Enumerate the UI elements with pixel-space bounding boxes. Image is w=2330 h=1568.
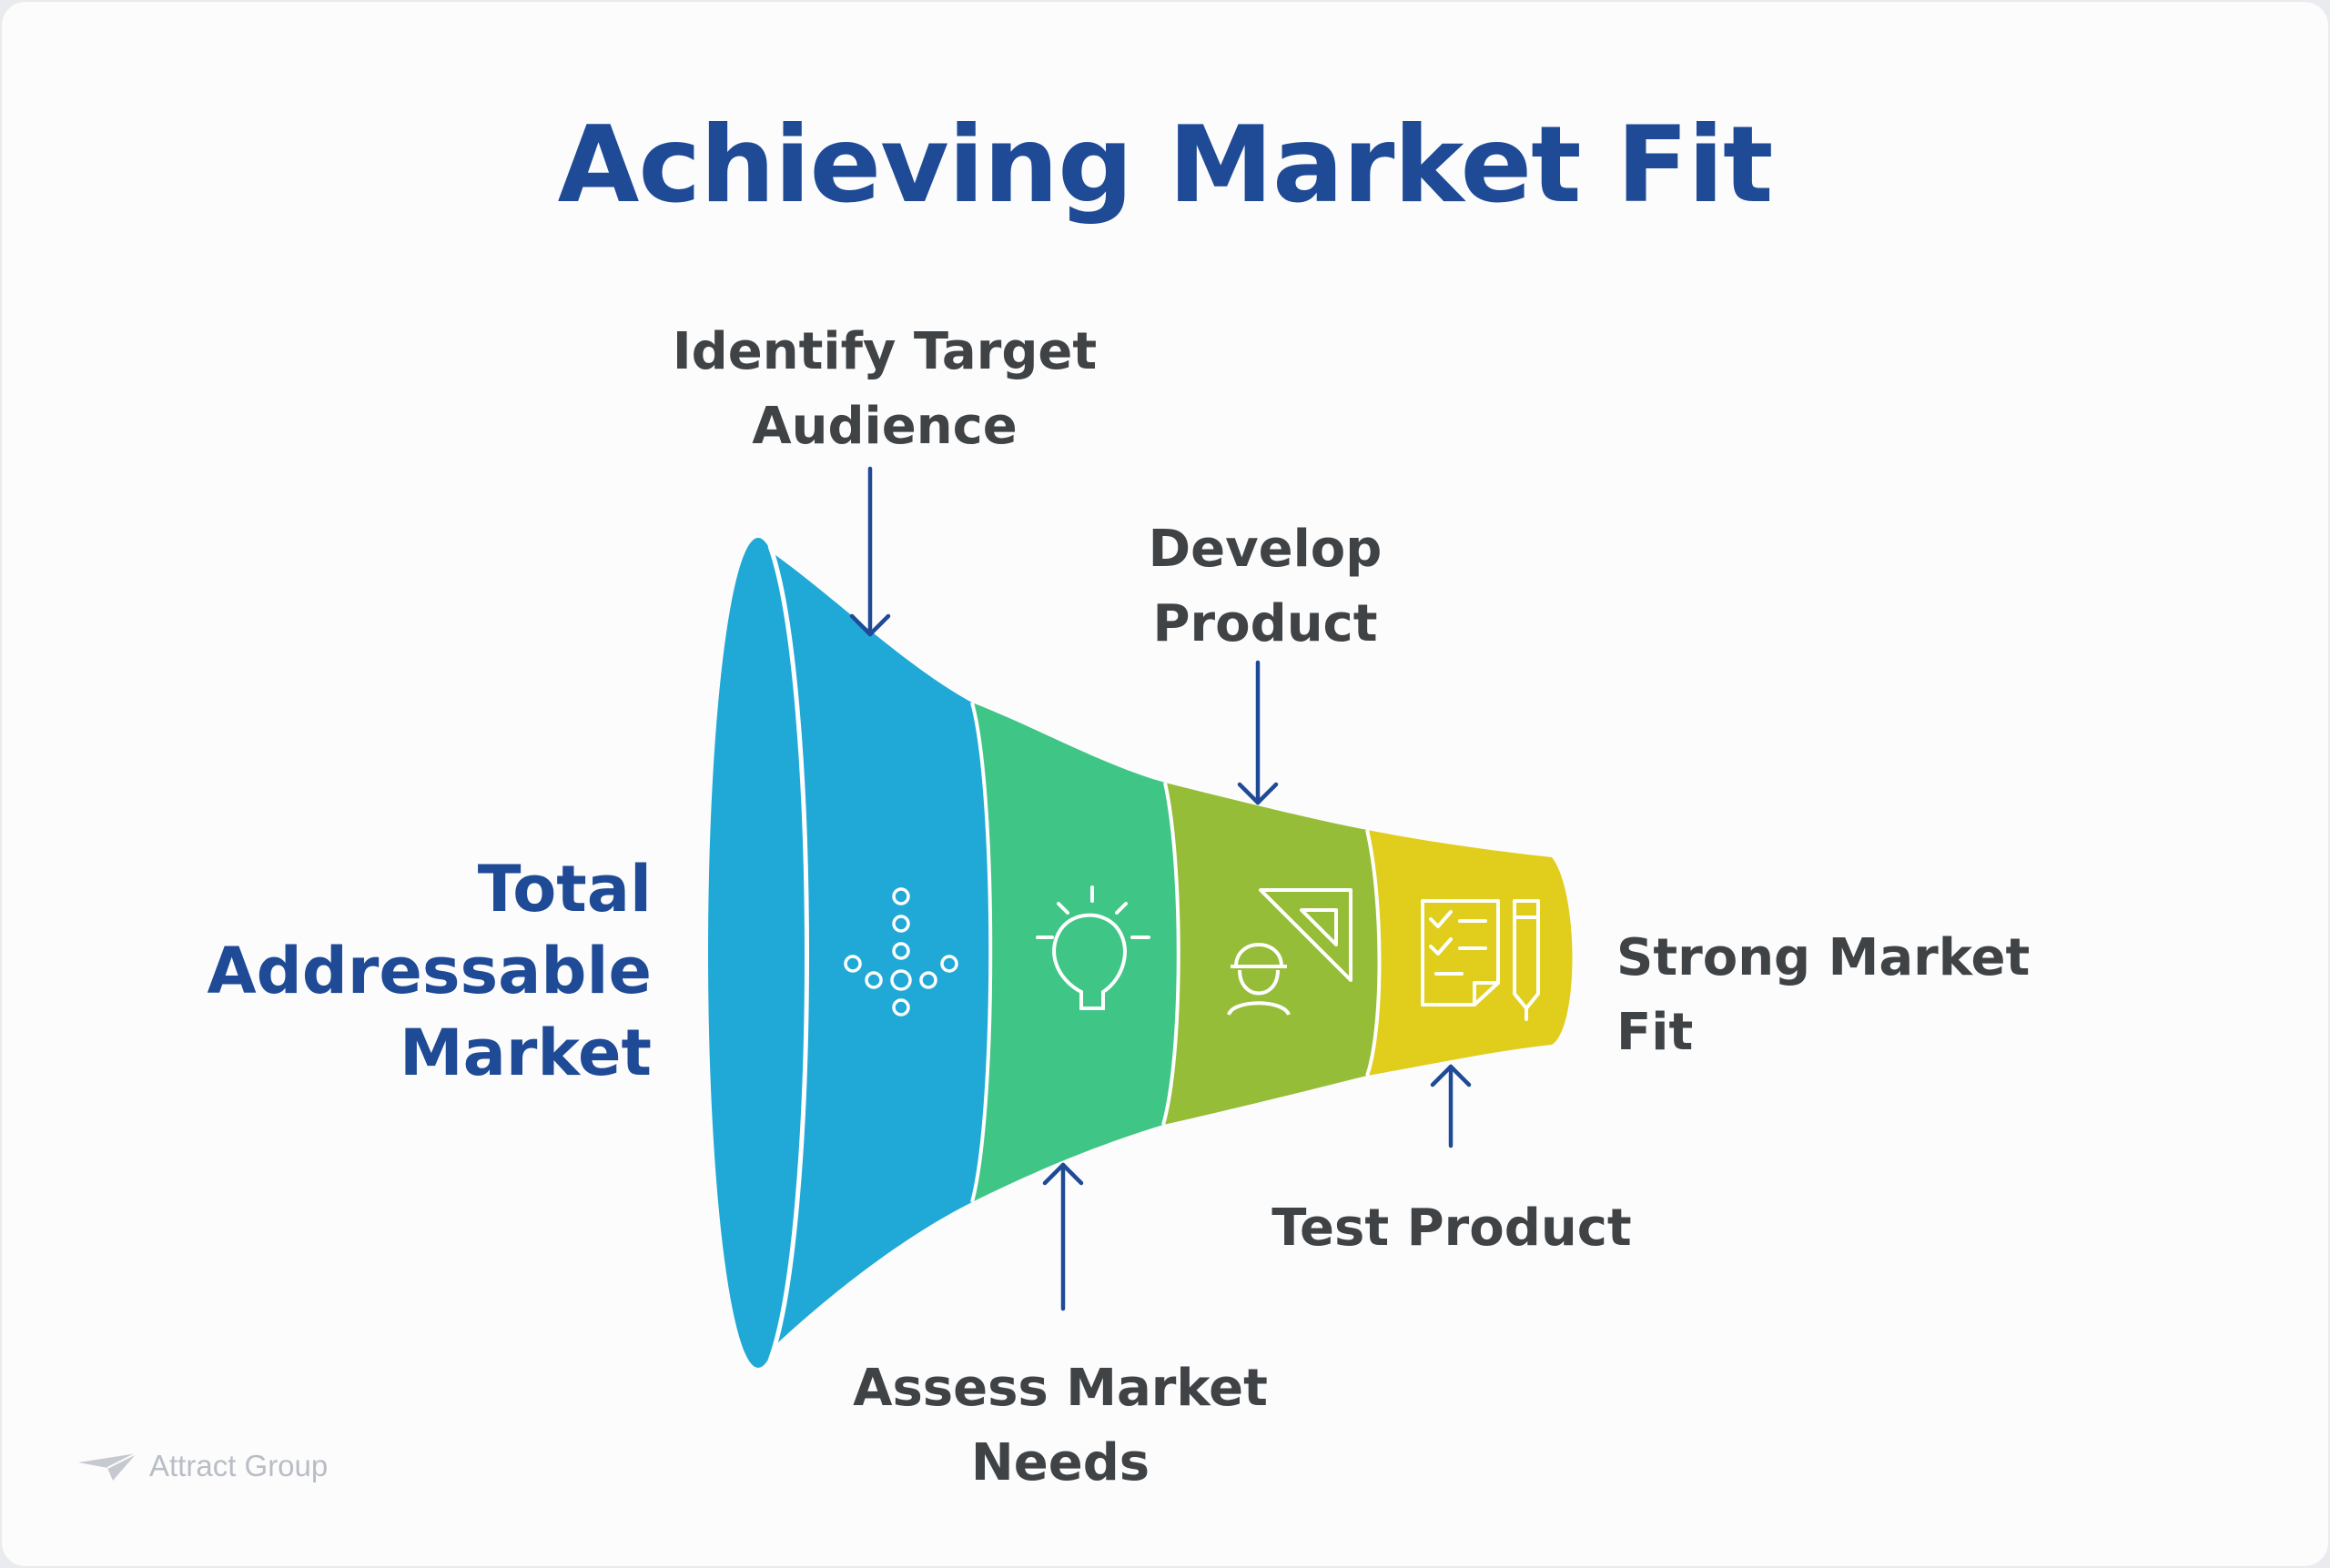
checklist-pen-icon (1421, 899, 1540, 1021)
end-label: Strong Market Fit (1616, 928, 2031, 1062)
stage-label-line: Test Product (1271, 1199, 1632, 1258)
stage-label-line: Assess Market (853, 1359, 1268, 1418)
start-label: Total Addressable Market (182, 848, 652, 1094)
funnel-dots-icon (844, 887, 958, 1017)
stage-label-develop-product: Develop Product (1038, 512, 1493, 662)
stage-label-test-product: Test Product (1224, 1191, 1679, 1266)
paper-plane-icon (78, 1452, 137, 1481)
stage-label-line: Develop (1148, 520, 1383, 579)
stage-label-assess-market: Assess Market Needs (833, 1351, 1288, 1501)
engineer-ruler-icon (1227, 888, 1352, 1017)
stage-label-identify-target: Identify Target Audience (657, 315, 1112, 464)
brand-logo-text: Attract Group (149, 1449, 329, 1482)
brand-logo: Attract Group (76, 1449, 328, 1483)
start-label-line: Market (399, 1016, 652, 1090)
stage-label-line: Needs (970, 1433, 1150, 1492)
arrow-develop-product (1237, 660, 1279, 805)
funnel-segment-4 (1367, 830, 1573, 1076)
arrow-identify-target (849, 466, 891, 637)
start-label-line: Total (477, 852, 652, 926)
stage-label-line: Identify Target (672, 322, 1098, 381)
page-title: Achieving Market Fit (557, 104, 1774, 227)
arrow-assess-market (1042, 1162, 1084, 1311)
funnel-segment-2 (972, 703, 1179, 1202)
funnel-segment-3 (1163, 783, 1380, 1125)
funnel-segment-1 (755, 541, 991, 1365)
arrow-test-product (1430, 1064, 1472, 1148)
stage-label-line: Product (1152, 594, 1378, 653)
lightbulb-icon (1036, 885, 1150, 1010)
start-label-line: Addressable (207, 934, 652, 1008)
funnel-mouth (708, 538, 808, 1368)
stage-label-line: Audience (752, 397, 1018, 456)
